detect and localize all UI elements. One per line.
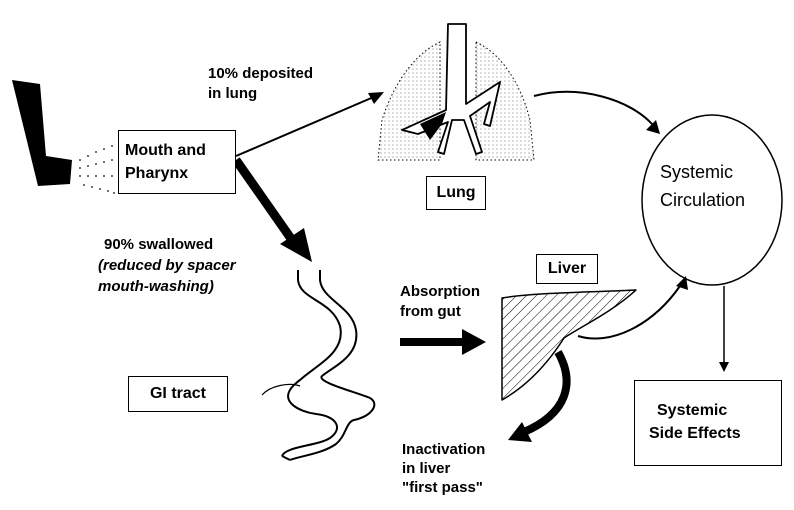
mouth-pharynx-line1: Mouth and xyxy=(125,139,235,162)
side-effects-line2: Side Effects xyxy=(649,422,781,445)
spray-icon xyxy=(79,145,115,194)
systemic-circulation-line2: Circulation xyxy=(660,186,745,214)
liver-box-label: Liver xyxy=(548,260,586,277)
liver-box: Liver xyxy=(536,254,598,284)
inhaler-icon xyxy=(12,80,72,186)
mouth-pharynx-line2: Pharynx xyxy=(125,162,235,185)
inactivation-line1: Inactivation xyxy=(402,440,485,459)
arrow-mouth-to-gi xyxy=(236,160,292,240)
arrow-lung-to-circulation xyxy=(534,92,652,124)
lung-deposit-label: 10% deposited in lung xyxy=(208,64,313,104)
lung-box: Lung xyxy=(426,176,486,210)
swallowed-line1: 90% swallowed xyxy=(98,234,236,255)
inactivation-label: Inactivation in liver "first pass" xyxy=(402,440,485,497)
systemic-circulation-line1: Systemic xyxy=(660,158,745,186)
gi-tract-icon xyxy=(282,270,374,460)
mouth-pharynx-box: Mouth and Pharynx xyxy=(118,130,236,194)
left-lung-icon xyxy=(378,42,440,160)
systemic-circulation-label: Systemic Circulation xyxy=(660,158,745,214)
absorption-line2: from gut xyxy=(400,302,480,322)
swallowed-line2: (reduced by spacer xyxy=(98,255,236,276)
lung-deposit-line1: 10% deposited xyxy=(208,64,313,84)
inactivation-line3: "first pass" xyxy=(402,478,485,497)
side-effects-box: Systemic Side Effects xyxy=(634,380,782,466)
arrow-mouth-to-lung xyxy=(236,96,376,156)
lung-deposit-line2: in lung xyxy=(208,84,313,104)
inactivation-line2: in liver xyxy=(402,459,485,478)
gi-tract-label: GI tract xyxy=(150,385,206,402)
swallowed-line3: mouth-washing) xyxy=(98,276,236,297)
lung-box-label: Lung xyxy=(436,184,475,201)
absorption-label: Absorption from gut xyxy=(400,282,480,322)
gi-tract-box: GI tract xyxy=(128,376,228,412)
swallowed-label: 90% swallowed (reduced by spacer mouth-w… xyxy=(98,234,236,297)
side-effects-line1: Systemic xyxy=(649,399,781,422)
absorption-line1: Absorption xyxy=(400,282,480,302)
